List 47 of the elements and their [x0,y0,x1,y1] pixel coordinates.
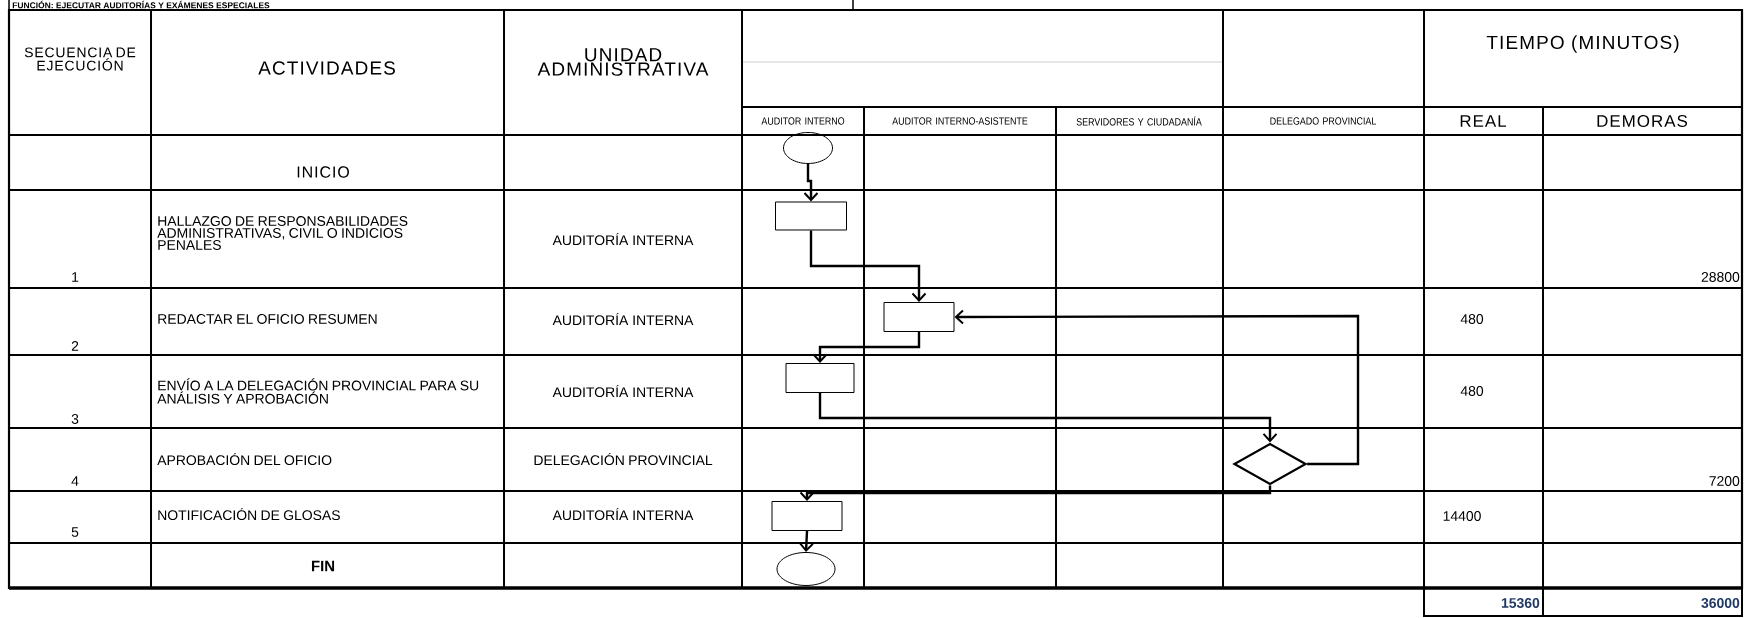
activity-text: ENVÍO A LA DELEGACIÓN PROVINCIAL PARA SU ANÁLISIS Y APROBACIÓN [157,378,479,404]
column-header: SECUENCIA DE EJECUCIÓN [24,47,136,71]
table-cell: 7200 [1709,476,1740,486]
arrow [809,230,927,302]
arrow [812,332,921,363]
table-cell: 480 [1460,386,1484,396]
terminal-oval [776,552,836,586]
process-box [775,201,847,231]
table-cell: DELEGACIÓN PROVINCIAL [534,452,713,466]
total-value: 15360 [1501,598,1540,608]
lane-header: SERVIDORES Y CIUDADANÍA [1076,116,1202,126]
column-header: DEMORAS [1597,115,1688,127]
arrow [818,393,1278,443]
column-header: UNIDAD ADMINISTRATIVA [537,48,709,76]
table-cell: FIN [312,560,335,572]
table-cell: 5 [71,527,79,537]
column-header: ACTIVIDADES [258,61,395,75]
process-box [785,363,855,393]
process-box [883,302,955,332]
table-cell: AUDITORÍA INTERNA [552,507,694,521]
total-value: 36000 [1701,598,1740,608]
column-header: TIEMPO (MINUTOS) [1486,35,1679,53]
column-header: REAL [1460,115,1507,127]
activity-text: HALLAZGO DE RESPONSABILIDADES ADMINISTRATIVAS, CIVIL O INDICIOS PENALES [157,216,408,250]
table-cell: 4 [71,476,79,486]
activity-text: NOTIFICACIÓN DE GLOSAS [158,507,340,521]
table-cell: 3 [71,414,79,424]
activity-text: REDACTAR EL OFICIO RESUMEN [158,314,377,324]
title: FUNCIÓN: EJECUTAR AUDITORÍAS Y EXÁMENES ESPECIALES [12,0,270,9]
table-cell: AUDITORÍA INTERNA [552,384,694,398]
process-box [771,501,843,531]
lane-header: AUDITOR INTERNO-ASISTENTE [892,117,1028,125]
table-cell: 28800 [1701,272,1740,282]
table-cell: AUDITORÍA INTERNA [552,312,694,326]
table-cell: 2 [71,341,79,351]
arrow [799,485,1272,501]
table-cell: AUDITORÍA INTERNA [552,232,694,246]
table-cell: 14400 [1443,511,1481,521]
terminal-oval [783,132,833,164]
arrow [954,309,1360,466]
lane-header: DELEGADO PROVINCIAL [1270,117,1376,125]
arrow [803,164,819,202]
table-cell: 480 [1460,314,1484,324]
activity-text: APROBACIÓN DEL OFICIO [157,452,332,466]
table-cell: 1 [72,272,79,282]
column-header: INICIO [297,166,349,178]
arrow [798,530,814,552]
